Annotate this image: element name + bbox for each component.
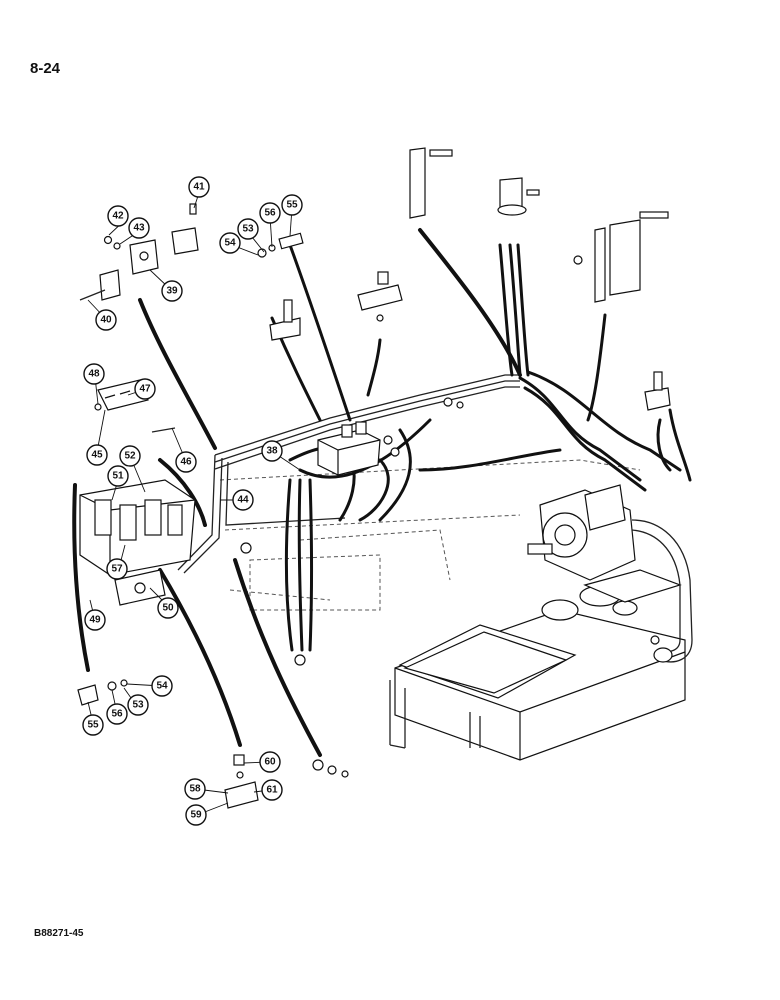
callout-55-bottom: 55	[82, 714, 104, 736]
callout-39: 39	[161, 280, 183, 302]
callout-61: 61	[261, 779, 283, 801]
svg-text:43: 43	[133, 223, 145, 234]
callout-48: 48	[83, 363, 105, 385]
callout-52: 52	[119, 445, 141, 467]
callout-51: 51	[107, 465, 129, 487]
callout-40: 40	[95, 309, 117, 331]
svg-text:47: 47	[139, 384, 151, 395]
svg-text:40: 40	[100, 315, 112, 326]
svg-text:49: 49	[89, 615, 101, 626]
callout-50: 50	[157, 597, 179, 619]
callout-53-bottom: 53	[127, 694, 149, 716]
svg-text:54: 54	[156, 681, 168, 692]
callout-54-bottom: 54	[151, 675, 173, 697]
svg-text:56: 56	[111, 709, 123, 720]
svg-text:59: 59	[190, 810, 202, 821]
svg-text:41: 41	[193, 182, 205, 193]
hoses	[72, 228, 692, 757]
svg-text:53: 53	[242, 224, 254, 235]
page-number: 8-24	[30, 60, 61, 77]
callout-43: 43	[128, 217, 150, 239]
callout-57: 57	[106, 558, 128, 580]
figure-code: B88271-45	[34, 928, 84, 939]
callout-41: 41	[188, 176, 210, 198]
callout-45: 45	[86, 444, 108, 466]
callout-49: 49	[84, 609, 106, 631]
callout-60: 60	[259, 751, 281, 773]
svg-text:52: 52	[124, 451, 136, 462]
callout-59: 59	[185, 804, 207, 826]
callout-46: 46	[175, 451, 197, 473]
central-valve-block	[317, 421, 400, 476]
svg-text:48: 48	[88, 369, 100, 380]
svg-text:58: 58	[189, 784, 201, 795]
callout-56-bottom: 56	[106, 703, 128, 725]
control-valve-block	[79, 479, 196, 606]
svg-text:38: 38	[266, 446, 278, 457]
callout-42: 42	[107, 205, 129, 227]
svg-text:60: 60	[264, 757, 276, 768]
svg-text:46: 46	[180, 457, 192, 468]
callout-55-top: 55	[281, 194, 303, 216]
svg-text:51: 51	[112, 471, 124, 482]
svg-text:55: 55	[286, 200, 298, 211]
svg-text:44: 44	[237, 495, 249, 506]
mounting-parts-top	[77, 147, 671, 809]
svg-text:50: 50	[162, 603, 174, 614]
callout-53-top: 53	[237, 218, 259, 240]
callout-54-top: 54	[219, 232, 241, 254]
callout-56-top: 56	[259, 202, 281, 224]
hydraulic-pump	[527, 484, 693, 663]
svg-text:55: 55	[87, 720, 99, 731]
svg-text:57: 57	[111, 564, 123, 575]
svg-text:61: 61	[266, 785, 278, 796]
svg-text:45: 45	[91, 450, 103, 461]
callout-44: 44	[232, 489, 254, 511]
steel-tube-bundle	[177, 374, 520, 574]
svg-text:53: 53	[132, 700, 144, 711]
svg-text:54: 54	[224, 238, 236, 249]
callout-47: 47	[134, 378, 156, 400]
callout-38: 38	[261, 440, 283, 462]
svg-text:56: 56	[264, 208, 276, 219]
svg-text:39: 39	[166, 286, 178, 297]
callout-58: 58	[184, 778, 206, 800]
hydraulic-tank	[389, 569, 686, 761]
svg-text:42: 42	[112, 211, 124, 222]
